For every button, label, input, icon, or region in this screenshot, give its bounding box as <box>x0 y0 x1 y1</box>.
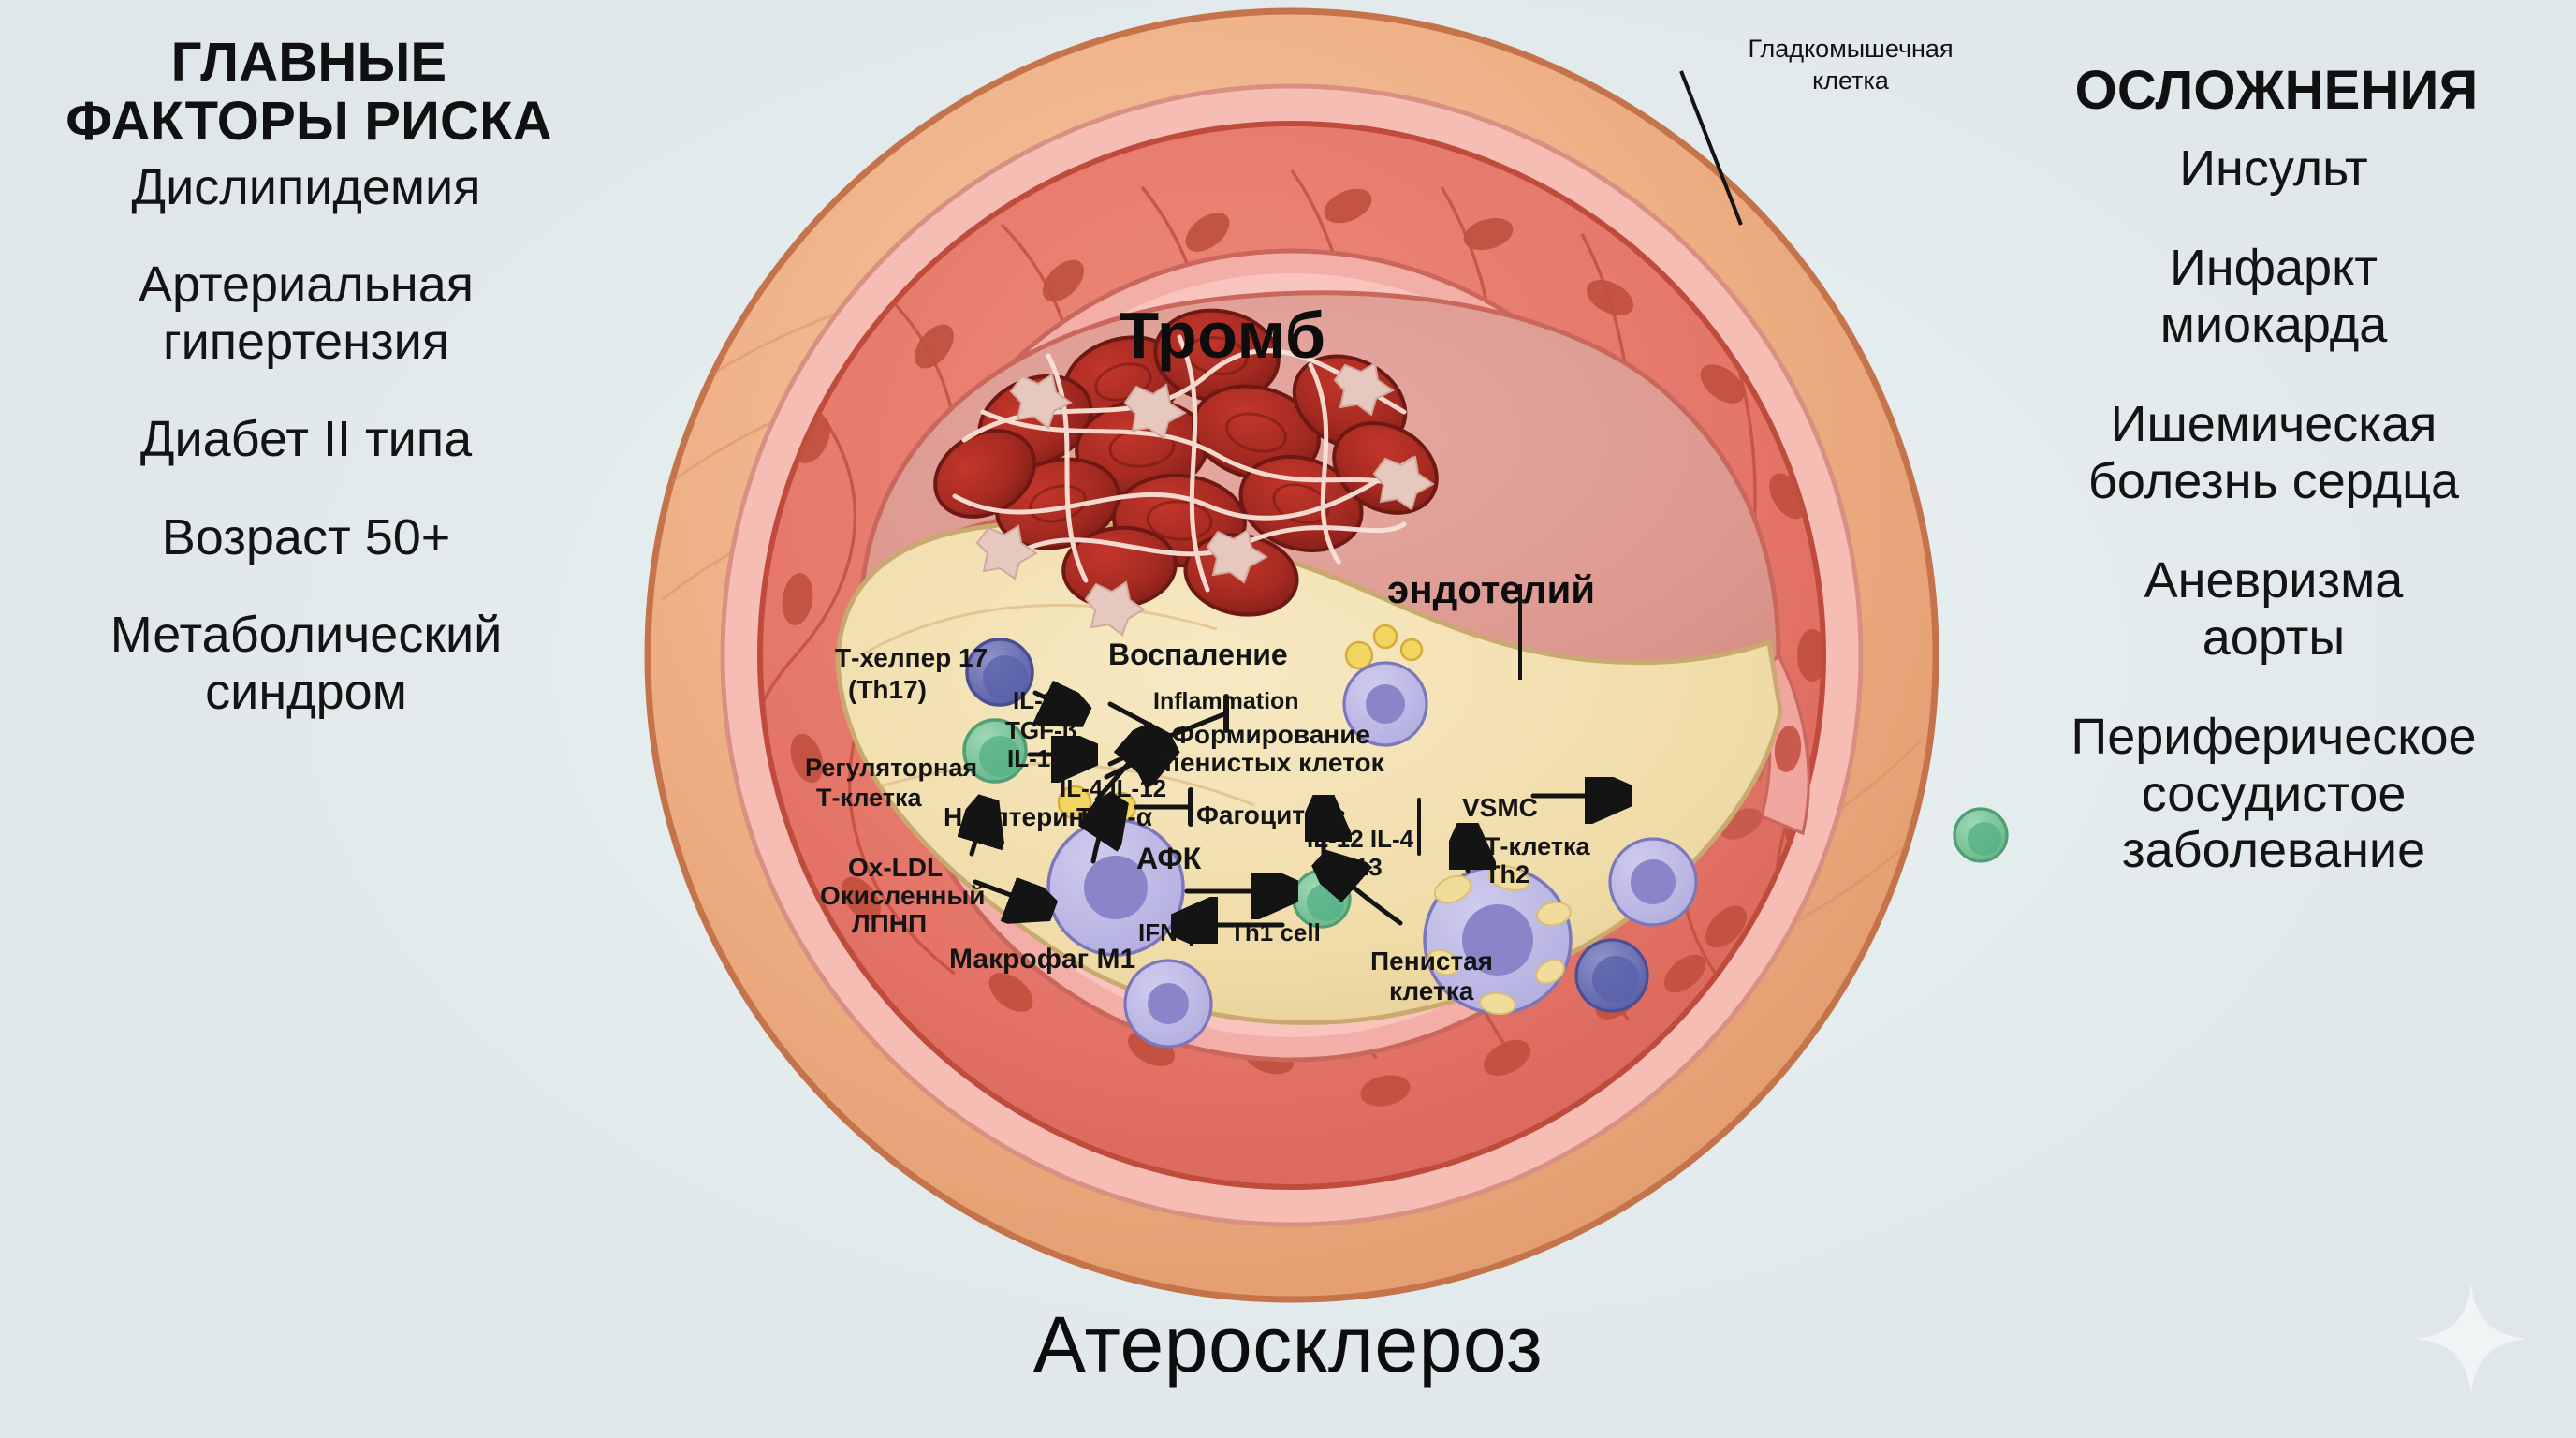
endothelium-label: эндотелий <box>1387 567 1596 611</box>
risk-title-line-2: ФАКТОРЫ РИСКА <box>66 90 552 152</box>
thrombus-title: Тромб <box>1119 299 1326 372</box>
label-il-13: IL-13 <box>1325 853 1383 881</box>
risk-factors-title: ГЛАВНЫЕ ФАКТОРЫ РИСКА <box>19 32 599 152</box>
label-foam-cell-1: Пенистая <box>1370 946 1494 976</box>
artery-cross-section-illustration <box>644 7 2009 1303</box>
label-il-10: IL-10 <box>1007 744 1064 772</box>
label-t-cell: Т-клетка <box>816 784 922 812</box>
diagram-bottom-title: Атеросклероз <box>1032 1300 1544 1388</box>
label-inflammation-en: Inflammation <box>1153 688 1299 714</box>
foam-cell-icon <box>1423 865 1573 1016</box>
platelets <box>975 361 1435 637</box>
label-t-cell-th2-2: Th2 <box>1485 860 1530 888</box>
label-macrophage-m1: Макрофаг M1 <box>949 944 1136 975</box>
sparkle-icon <box>2416 1284 2526 1394</box>
label-ox-ldl: Ox-LDL <box>848 853 944 882</box>
label-lpnp: ЛПНП <box>852 909 928 938</box>
complications-title: ОСЛОЖНЕНИЯ <box>2074 60 2479 121</box>
label-th17: (Th17) <box>848 675 927 704</box>
label-inflammation-ru: Воспаление <box>1108 638 1288 671</box>
risk-item-diabetes: Диабет II типа <box>139 411 473 468</box>
label-phagocytosis: Фагоцитозз <box>1196 800 1346 829</box>
label-foam-formation-1: Формирование <box>1172 720 1370 749</box>
smooth-muscle-leader-line <box>1679 70 1743 226</box>
label-tnf-alpha: TNF-α <box>1076 802 1152 831</box>
risk-item-age: Возраст 50+ <box>161 508 451 565</box>
label-regulatory: Регуляторная <box>805 754 978 782</box>
label-tgf-beta: TGF-β <box>1005 716 1077 744</box>
risk-title-line-1: ГЛАВНЫЕ <box>170 32 447 93</box>
label-vsmc: VSMC <box>1462 793 1538 822</box>
signal-arrows <box>972 693 1617 925</box>
macrophage-m1-icon <box>1046 818 1185 957</box>
label-afk: АФК <box>1136 842 1202 875</box>
label-il-17: IL-17 <box>1013 686 1070 714</box>
label-ifn-gamma: IFN-γ <box>1138 918 1199 946</box>
label-foam-cell-2: клетка <box>1389 976 1474 1005</box>
label-foam-formation-2: пенистых клеток <box>1164 748 1384 777</box>
thrombus <box>933 308 1439 637</box>
label-th-helper-17: Т-хелпер 17 <box>835 643 988 672</box>
label-neopterin: Неоптерин <box>944 802 1085 831</box>
risk-factors-column: ГЛАВНЫЕ ФАКТОРЫ РИСКА Дислипидемия Артер… <box>0 0 599 1438</box>
label-il12-il4: IL-12 IL-4 <box>1307 825 1414 853</box>
label-th1-cell: Th1 cell <box>1230 918 1321 946</box>
label-oxidized: Окисленный <box>820 881 986 910</box>
risk-item-dyslipidemia: Дислипидемия <box>131 159 481 215</box>
label-il4-il12: IL-4 IL-12 <box>1060 774 1167 802</box>
label-t-cell-th2-1: Т-клетка <box>1485 832 1590 860</box>
callout-leader-lines <box>1518 70 1743 680</box>
complication-item-stroke: Инсульт <box>2179 140 2368 197</box>
